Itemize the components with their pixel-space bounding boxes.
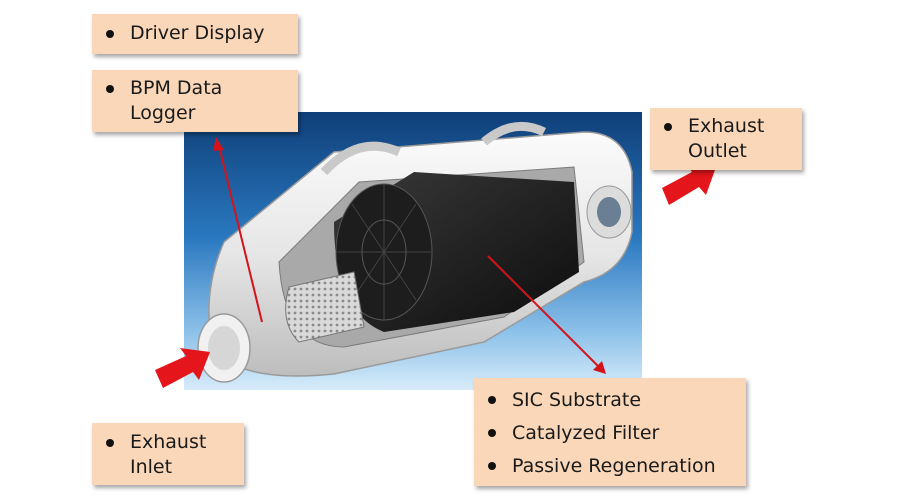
- bpm-data-logger-item: BPM Data Logger: [92, 76, 298, 126]
- bullet-dot-icon: [106, 439, 114, 447]
- bullet-dot-icon: [488, 396, 496, 404]
- exhaust-outlet-item: Exhaust Outlet: [650, 114, 802, 164]
- top-clamp: [320, 141, 401, 176]
- bpm-data-logger-text: BPM Data Logger: [130, 77, 223, 124]
- driver-display-label-box: Driver Display: [92, 14, 298, 54]
- bullet-dot-icon: [106, 85, 114, 93]
- dpf-cutaway-illustration: [184, 112, 642, 390]
- feature-text: Passive Regeneration: [512, 455, 716, 477]
- outlet-flow-arrow-icon: [662, 164, 716, 205]
- bullet-dot-icon: [106, 30, 114, 38]
- driver-display-item: Driver Display: [92, 21, 298, 46]
- feature-item-sic-substrate: SIC Substrate: [474, 387, 746, 420]
- exhaust-outlet-label-box: Exhaust Outlet: [650, 108, 802, 170]
- filter-features-label-box: SIC Substrate Catalyzed Filter Passive R…: [474, 378, 746, 486]
- feature-item-passive-regeneration: Passive Regeneration: [474, 453, 746, 486]
- exhaust-inlet-label-box: Exhaust Inlet: [92, 423, 244, 485]
- bpm-data-logger-label-box: BPM Data Logger: [92, 70, 298, 132]
- exhaust-inlet-item: Exhaust Inlet: [92, 430, 244, 480]
- bullet-dot-icon: [488, 429, 496, 437]
- exhaust-inlet-text: Exhaust Inlet: [130, 431, 207, 478]
- exhaust-outlet-text: Exhaust Outlet: [688, 115, 765, 162]
- feature-text: SIC Substrate: [512, 389, 642, 411]
- feature-item-catalyzed-filter: Catalyzed Filter: [474, 420, 746, 453]
- bullet-dot-icon: [488, 462, 496, 470]
- driver-display-text: Driver Display: [130, 22, 265, 44]
- bullet-dot-icon: [664, 123, 672, 131]
- feature-text: Catalyzed Filter: [512, 422, 660, 444]
- perforated-tube: [285, 271, 365, 343]
